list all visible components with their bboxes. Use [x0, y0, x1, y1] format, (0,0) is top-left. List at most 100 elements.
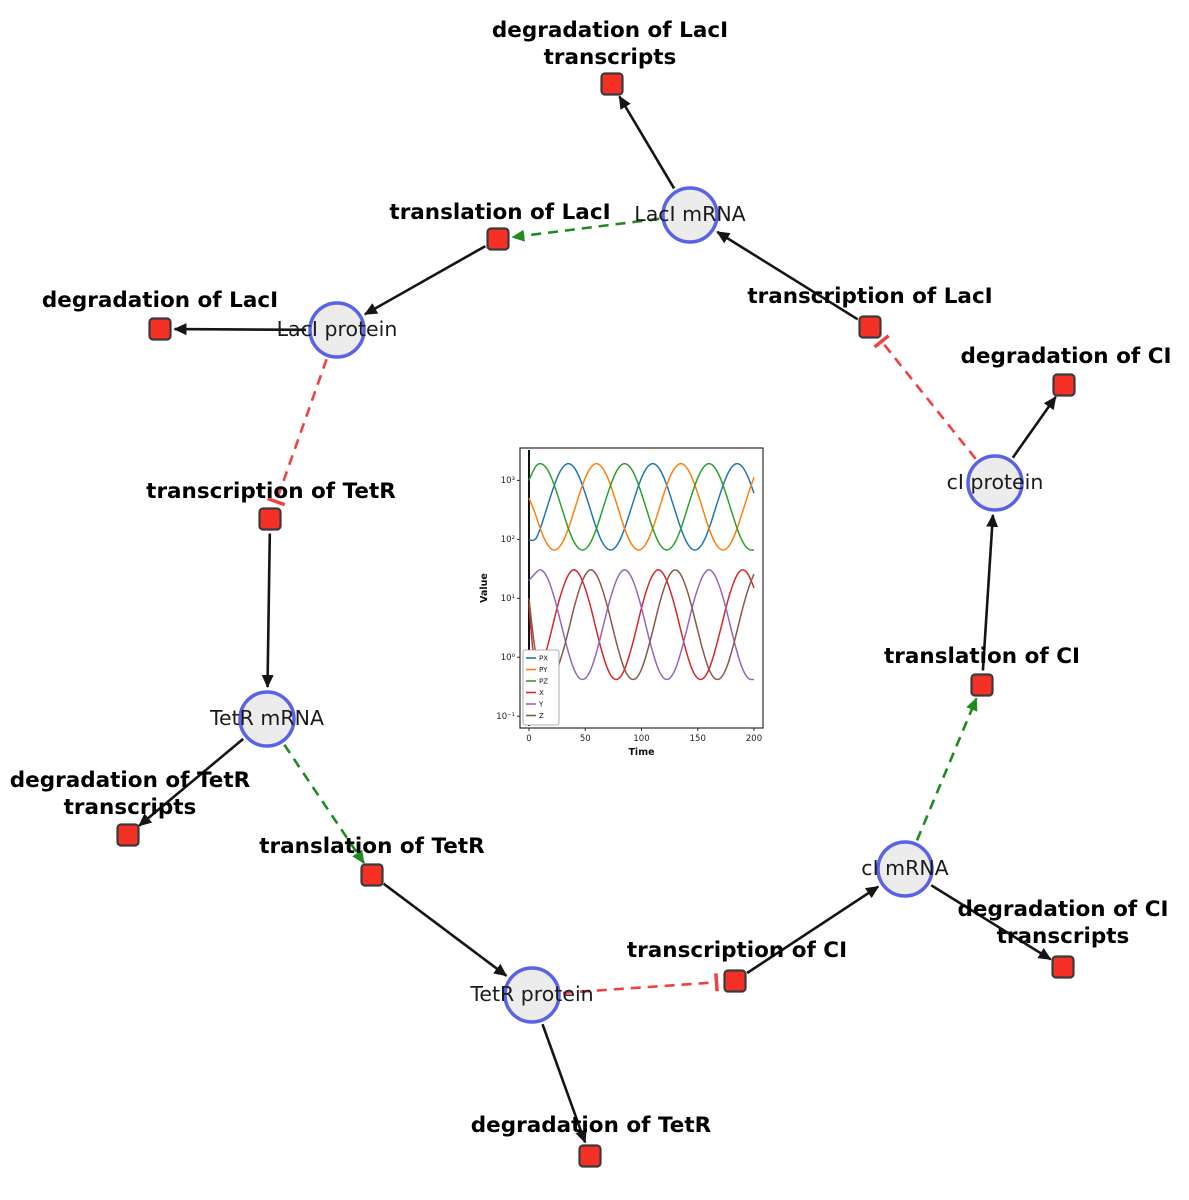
edge-production-transl_ci-ci_protein: [981, 513, 999, 671]
species-circle-icon[interactable]: [966, 454, 1024, 512]
edge-consumption-laci_protein-deg_laci: [173, 323, 307, 336]
species-label: cI protein: [947, 470, 1044, 494]
legend-label: X: [539, 689, 544, 697]
species-node-tetr_protein[interactable]: TetR protein: [469, 966, 594, 1024]
reaction-label: degradation of CI: [961, 344, 1172, 369]
x-axis-label: Time: [628, 747, 654, 758]
edge-inhibition-laci_protein-tx_tetr: [267, 358, 328, 507]
edge-modifier-laci_mrna-transl_laci: [511, 217, 660, 242]
legend-label: PX: [539, 655, 548, 663]
reaction-label: degradation of LacI: [42, 288, 278, 313]
legend-label: PY: [539, 666, 548, 674]
reaction-node-tx_ci[interactable]: transcription of CI: [627, 938, 847, 993]
species-node-ci_protein[interactable]: cI protein: [947, 454, 1044, 512]
species-node-tetr_mrna[interactable]: TetR mRNA: [209, 690, 324, 748]
reaction-label: transcription of TetR: [146, 479, 396, 504]
edge-modifier-tetr_mrna-transl_tetr: [283, 743, 365, 864]
species-circle-icon[interactable]: [661, 186, 719, 244]
y-tick-label: 10¹: [501, 594, 515, 604]
reaction-square-icon[interactable]: [970, 673, 994, 697]
reaction-label: transcripts: [997, 924, 1130, 949]
reaction-label: translation of LacI: [389, 200, 610, 225]
edge-production-tx_laci-laci_mrna: [716, 230, 859, 321]
reaction-node-tx_laci[interactable]: transcription of LacI: [747, 284, 993, 339]
reaction-node-transl_ci[interactable]: translation of CI: [884, 644, 1080, 697]
edge-production-transl_laci-laci_protein: [364, 244, 487, 316]
edge-consumption-tetr_mrna-deg_tetr_tx: [138, 737, 245, 827]
reaction-square-icon[interactable]: [1051, 955, 1075, 979]
reaction-square-icon[interactable]: [723, 969, 747, 993]
edge-inhibition-ci_protein-tx_laci: [873, 334, 977, 460]
species-label: TetR protein: [469, 982, 593, 1006]
reaction-square-icon[interactable]: [486, 227, 510, 251]
edge-modifier-ci_mrna-transl_ci: [915, 697, 978, 841]
x-tick-label: 200: [746, 734, 762, 744]
x-tick-label: 0: [526, 734, 531, 744]
reaction-label: transcripts: [544, 45, 677, 70]
y-tick-label: 10⁻¹: [496, 712, 515, 722]
node-layer: degradation of LacItranscriptstranslatio…: [10, 18, 1172, 1168]
reaction-square-icon[interactable]: [600, 72, 624, 96]
legend-label: PZ: [539, 678, 548, 686]
reaction-node-deg_tetr[interactable]: degradation of TetR: [471, 1113, 712, 1168]
edge-production-tx_tetr-tetr_mrna: [261, 533, 274, 688]
reaction-label: degradation of TetR: [10, 768, 251, 793]
reaction-label: transcription of LacI: [747, 284, 992, 309]
reaction-node-transl_tetr[interactable]: translation of TetR: [259, 834, 485, 887]
reaction-square-icon[interactable]: [858, 315, 882, 339]
reaction-label: translation of TetR: [259, 834, 485, 859]
y-tick-label: 10³: [501, 476, 515, 486]
reaction-label: degradation of CI: [958, 897, 1169, 922]
reaction-node-transl_laci[interactable]: translation of LacI: [389, 200, 611, 251]
edge-inhibition-tetr_protein-tx_ci: [562, 973, 719, 995]
species-circle-icon[interactable]: [238, 690, 296, 748]
reaction-node-deg_laci[interactable]: degradation of LacI: [42, 288, 278, 341]
reaction-square-icon[interactable]: [578, 1144, 602, 1168]
x-tick-label: 100: [633, 734, 649, 744]
series-line-Y: [528, 569, 754, 681]
species-node-ci_mrna[interactable]: cI mRNA: [861, 840, 949, 898]
reaction-label: transcription of CI: [627, 938, 847, 963]
reaction-label: transcripts: [64, 795, 197, 820]
edge-production-transl_tetr-tetr_protein: [382, 882, 508, 977]
x-tick-label: 150: [690, 734, 706, 744]
reaction-square-icon[interactable]: [148, 317, 172, 341]
edge-consumption-laci_mrna-deg_laci_tx: [618, 95, 676, 190]
y-tick-label: 10⁰: [501, 653, 516, 663]
x-tick-label: 50: [580, 734, 591, 744]
series-line-PZ: [528, 462, 754, 551]
reaction-node-deg_ci[interactable]: degradation of CI: [961, 344, 1172, 397]
reaction-square-icon[interactable]: [360, 863, 384, 887]
species-node-laci_mrna[interactable]: LacI mRNA: [634, 186, 746, 244]
reaction-square-icon[interactable]: [258, 507, 282, 531]
y-tick-label: 10²: [501, 535, 515, 545]
reaction-node-tx_tetr[interactable]: transcription of TetR: [146, 479, 396, 531]
edge-consumption-tetr_protein-deg_tetr: [541, 1023, 587, 1144]
edge-consumption-ci_mrna-deg_ci_tx: [930, 884, 1052, 961]
series-line-Z: [528, 569, 755, 681]
species-label: cI mRNA: [861, 856, 948, 880]
legend-label: Y: [538, 701, 544, 709]
reaction-label: translation of CI: [884, 644, 1080, 669]
species-circle-icon[interactable]: [503, 966, 561, 1024]
species-circle-icon[interactable]: [308, 301, 366, 359]
species-label: LacI protein: [277, 317, 398, 341]
species-node-laci_protein[interactable]: LacI protein: [277, 301, 398, 359]
reaction-label: degradation of LacI: [492, 18, 728, 43]
species-circle-icon[interactable]: [876, 840, 934, 898]
series-line-PX: [528, 462, 755, 551]
y-axis-label: Value: [479, 573, 490, 603]
legend: PX PY PZ XYZ: [522, 649, 560, 726]
reaction-label: degradation of TetR: [471, 1113, 712, 1138]
species-label: TetR mRNA: [209, 706, 324, 730]
reaction-square-icon[interactable]: [1052, 373, 1076, 397]
reaction-square-icon[interactable]: [116, 823, 140, 847]
edge-layer: [138, 95, 1057, 1144]
legend-label: Z: [539, 712, 544, 720]
